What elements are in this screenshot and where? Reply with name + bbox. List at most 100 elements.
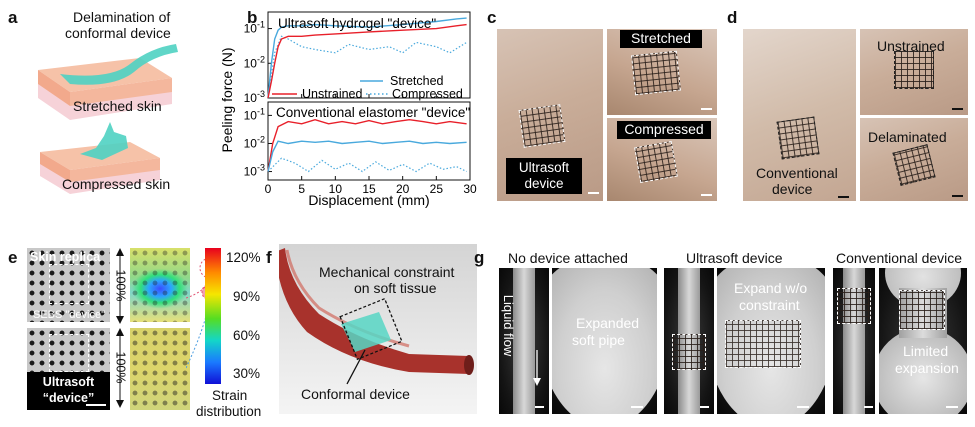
g-conventional-title: Conventional device: [836, 250, 963, 266]
b-xtick-label: 15: [362, 182, 376, 196]
e-colorbar-tick-60: 60%: [233, 328, 261, 343]
a-title-line1: Delamination of: [73, 9, 171, 25]
panel-label-c: c: [487, 8, 497, 27]
panel-label-f: f: [266, 248, 272, 267]
a-skin-illustration: [38, 44, 178, 194]
e-strain-label-line1: Strain: [212, 388, 248, 403]
e-colorbar: [205, 248, 221, 384]
b-ytick-label: 10-3: [244, 89, 265, 105]
b-ytick-label: 10-3: [244, 163, 265, 179]
c-scalebar-stretched: [701, 108, 712, 110]
b-legend-stretched: Stretched: [390, 74, 444, 88]
g-expand-line1: Expand w/o: [734, 280, 808, 296]
e-skin-replica-label: Skin replica: [30, 250, 101, 264]
c-stretched-label: Stretched: [620, 30, 702, 48]
c-compressed-device-outline: [634, 140, 678, 184]
b-series-unstrained-1: [267, 118, 467, 172]
g-ultrasoft-expanded-photo: [717, 268, 825, 414]
e-sebs-replica-photo: [27, 248, 110, 322]
g-expanded-line2: soft pipe: [572, 332, 625, 348]
b-ylabel: Peeling force (N): [219, 47, 235, 152]
e-strain-arrows: [116, 248, 124, 408]
b-ytick-label: 10-1: [244, 20, 265, 36]
g-scalebar-5: [864, 406, 873, 408]
f-constraint-line2: on soft tissue: [354, 280, 437, 296]
e-colorbar-tick-30: 30%: [233, 366, 261, 381]
c-ultrasoft-device-outline: [518, 104, 566, 148]
c-compressed-label: Compressed: [617, 121, 711, 139]
e-sebs-label: SEBS "device": [33, 309, 106, 321]
e-scalebar: [86, 404, 106, 406]
d-scalebar-main: [838, 196, 849, 198]
e-pct-bottom: 100%: [113, 351, 128, 384]
e-sebs-strain-dots: [130, 248, 190, 322]
g-scalebar-6: [946, 406, 958, 408]
d-conventional-line1: Conventional: [756, 165, 838, 181]
e-ultrasoft-strain-dots: [130, 328, 190, 410]
g-expanded-line1: Expanded: [576, 315, 640, 331]
panel-label-e: e: [8, 248, 18, 267]
g-no-device-title: No device attached: [508, 250, 628, 266]
d-conventional-device-outline: [776, 116, 820, 160]
f-conformal-device-label: Conformal device: [301, 386, 410, 402]
e-pct-top: 100%: [113, 269, 128, 302]
b-ytick-label: 10-2: [244, 134, 265, 150]
g-ultrasoft-narrow-photo: [664, 268, 714, 414]
panel-label-g: g: [474, 248, 485, 267]
b-xtick-label: 25: [430, 182, 444, 196]
g-scalebar-2: [631, 406, 643, 408]
d-delaminated-device-outline: [892, 144, 936, 186]
b-series-compressed-1: [267, 157, 467, 173]
a-compressed-skin-label: Compressed skin: [62, 176, 171, 192]
c-scalebar-compressed: [701, 194, 712, 196]
g-limited-line1: Limited: [903, 343, 949, 359]
b-legend-unstrained: Unstrained: [302, 87, 362, 101]
f-tube-illustration: [279, 244, 477, 414]
e-strain-label-line2: distribution: [196, 404, 262, 419]
g-pipe-bottom-bulge: [879, 328, 967, 414]
e-colorbar-tick-120: 120%: [226, 250, 261, 265]
b-legend-compressed: Compressed: [392, 87, 463, 101]
b-series-stretched-1: [267, 140, 467, 172]
panel-label-d: d: [727, 8, 738, 27]
c-stretched-device-outline: [631, 50, 681, 96]
g-conventional-device-outline-2: [899, 290, 945, 330]
g-limited-line2: expansion: [895, 360, 959, 376]
g-conventional-narrow-photo: [833, 268, 875, 414]
e-ultrasoft-strain-map: [130, 328, 190, 410]
b-xtick-label: 5: [298, 182, 305, 196]
c-ultrasoft-line2: device: [524, 176, 564, 191]
b-top-title: Ultrasoft hydrogel "device": [278, 16, 436, 31]
g-expand-line2: constraint: [739, 297, 800, 313]
a-stretched-skin-label: Stretched skin: [73, 98, 162, 114]
g-no-device-expanded-photo: [552, 268, 657, 414]
g-scalebar-4: [797, 406, 809, 408]
d-delaminated-photo: [860, 118, 968, 201]
c-ultrasoft-line1: Ultrasoft: [518, 160, 570, 175]
b-series-stretched-0: [267, 17, 467, 99]
g-ultrasoft-device-outline-2: [725, 320, 801, 368]
e-colorbar-tick-90: 90%: [233, 289, 261, 304]
b-xtick-label: 10: [329, 182, 343, 196]
b-xtick-label: 20: [396, 182, 410, 196]
b-ytick-label: 10-1: [244, 106, 265, 122]
e-ultrasoft-line1: Ultrasoft: [42, 375, 95, 389]
d-conventional-line2: device: [772, 181, 813, 197]
c-ultrasoft-device-label: Ultrasoft device: [506, 158, 582, 194]
c-scalebar-main: [588, 192, 599, 194]
d-unstrained-device-outline: [894, 51, 934, 89]
a-title-line2: conformal device: [65, 25, 171, 41]
g-conventional-expanded-photo: [879, 268, 967, 414]
e-ultrasoft-device-outline: [49, 334, 89, 372]
b-xlabel: Displacement (mm): [308, 192, 429, 208]
g-pipe-expanded-1: [552, 268, 657, 414]
e-sebs-device-outline: [49, 264, 89, 304]
g-liquid-flow-label: Liquid flow: [501, 294, 517, 357]
d-unstrained-label: Unstrained: [877, 38, 945, 54]
g-liquid-flow-arrow: [533, 350, 541, 386]
g-conventional-device-outline-1: [837, 288, 871, 324]
e-ultrasoft-line2: “device”: [42, 391, 95, 405]
f-constraint-line1: Mechanical constraint: [319, 264, 455, 280]
g-scalebar-3: [700, 406, 709, 408]
g-ultrasoft-device-outline-1: [672, 334, 706, 370]
